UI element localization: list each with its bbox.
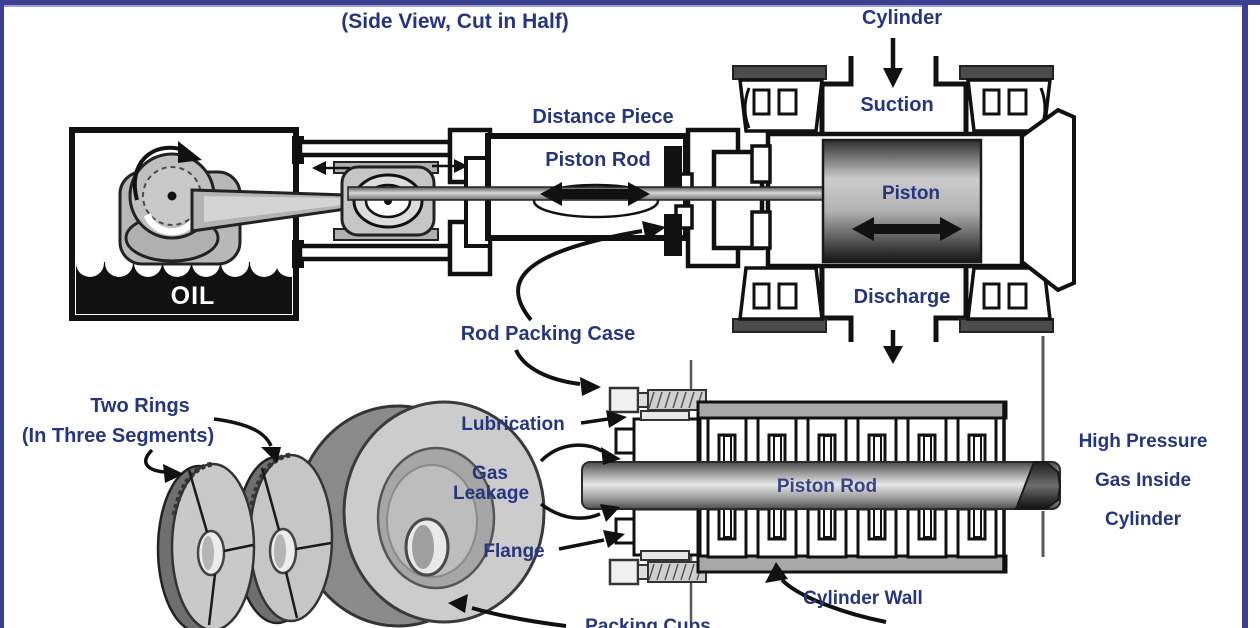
oil-slinger <box>532 183 660 219</box>
packing-ring-1 <box>156 461 256 628</box>
frame-top <box>0 0 1260 5</box>
high-pressure-line1: High Pressure <box>1078 431 1208 452</box>
distance-piece-label: Distance Piece <box>532 106 674 128</box>
valve-block-bottom-left <box>732 266 827 333</box>
lubrication-arrow-icon <box>580 410 627 428</box>
discharge-port <box>819 267 969 342</box>
two-rings-arrow-b-icon <box>213 417 281 463</box>
suction-port <box>819 56 969 133</box>
valve-block-bottom-right <box>959 266 1054 333</box>
crosshead-guide <box>292 127 493 277</box>
gas-leakage-label-line1: Gas <box>472 463 508 484</box>
frame-left <box>0 0 4 628</box>
packing-cups-arrow-icon <box>448 594 567 628</box>
rings-housing-cup <box>294 400 546 628</box>
packing-ring-pair <box>823 508 832 538</box>
packing-ring-pair <box>973 435 982 464</box>
high-pressure-label: High Pressure Gas Inside Cylinder <box>1079 422 1208 539</box>
rod-packing-case-arrow-up-icon <box>516 221 666 322</box>
title-label: (Side View, Cut in Half) <box>341 10 569 33</box>
frame-top-inner <box>0 5 1248 7</box>
crosshead-left-arrow-icon <box>312 161 350 175</box>
rotation-arrow-icon <box>132 141 202 201</box>
packing-ring-2 <box>234 452 334 625</box>
two-rings-label-line2: (In Three Segments) <box>21 425 215 447</box>
oil-label: OIL <box>170 282 216 310</box>
frame-right <box>1242 0 1248 628</box>
flange-label: Flange <box>483 541 545 562</box>
gas-leakage-label-line2: Leakage <box>452 483 530 504</box>
crosshead <box>333 161 439 241</box>
packing-cups-top <box>706 416 998 465</box>
piston-rod-detail-label: Piston Rod <box>776 476 878 497</box>
packing-ring-pair <box>773 508 782 538</box>
packing-flange <box>614 417 700 557</box>
cylinder-label: Cylinder <box>861 7 943 29</box>
gas-leakage-arrow-top-icon <box>539 443 621 465</box>
flange-arrow-icon <box>558 530 625 551</box>
packing-cups-bottom <box>706 507 998 559</box>
packing-ring-pair <box>973 508 982 538</box>
valve-block-top-left <box>732 65 827 133</box>
suction-label: Suction <box>860 94 934 116</box>
flange-bolt-top <box>608 386 707 421</box>
crosshead-right-arrow-icon <box>432 159 468 173</box>
cylinder-feed-arrow-icon <box>883 38 903 88</box>
piston-rod-top-label: Piston Rod <box>545 149 651 171</box>
packing-rod-shaft <box>581 461 1062 510</box>
packing-ring-pair <box>923 435 932 464</box>
piston-label: Piston <box>881 183 941 204</box>
packing-ring-pair <box>923 508 932 538</box>
valve-block-top-right <box>959 65 1054 133</box>
packing-cups-label: Packing Cups <box>585 616 711 628</box>
cylinder-wall-label: Cylinder Wall <box>803 588 923 609</box>
two-rings-label-line1: Two Rings <box>90 395 190 417</box>
gas-leakage-arrow-bottom-icon <box>539 502 620 522</box>
rod-packing-case-arrow-down-icon <box>514 349 601 396</box>
packing-ring-pair <box>873 508 882 538</box>
discharge-flow-arrow-icon <box>883 330 903 364</box>
rod-motion-arrow-icon <box>540 182 650 206</box>
discharge-label: Discharge <box>853 286 951 308</box>
packing-ring-pair <box>873 435 882 464</box>
rod-packing-case-label: Rod Packing Case <box>460 323 636 345</box>
rod-tip <box>1014 461 1062 510</box>
cylinder-wall-arrow-icon <box>765 562 887 624</box>
packing-ring-pair <box>723 508 732 538</box>
packing-ring-pair <box>723 435 732 464</box>
packing-ring-pair <box>773 435 782 464</box>
lubrication-label: Lubrication <box>461 414 565 435</box>
cylinder-head <box>1020 107 1076 293</box>
two-rings-arrow-a-icon <box>144 448 184 483</box>
piston-motion-arrow-icon <box>852 217 962 241</box>
packing-ring-pair <box>823 435 832 464</box>
piston-block <box>821 138 983 264</box>
high-pressure-line3: Cylinder <box>1104 509 1182 530</box>
high-pressure-line2: Gas Inside <box>1094 470 1192 491</box>
